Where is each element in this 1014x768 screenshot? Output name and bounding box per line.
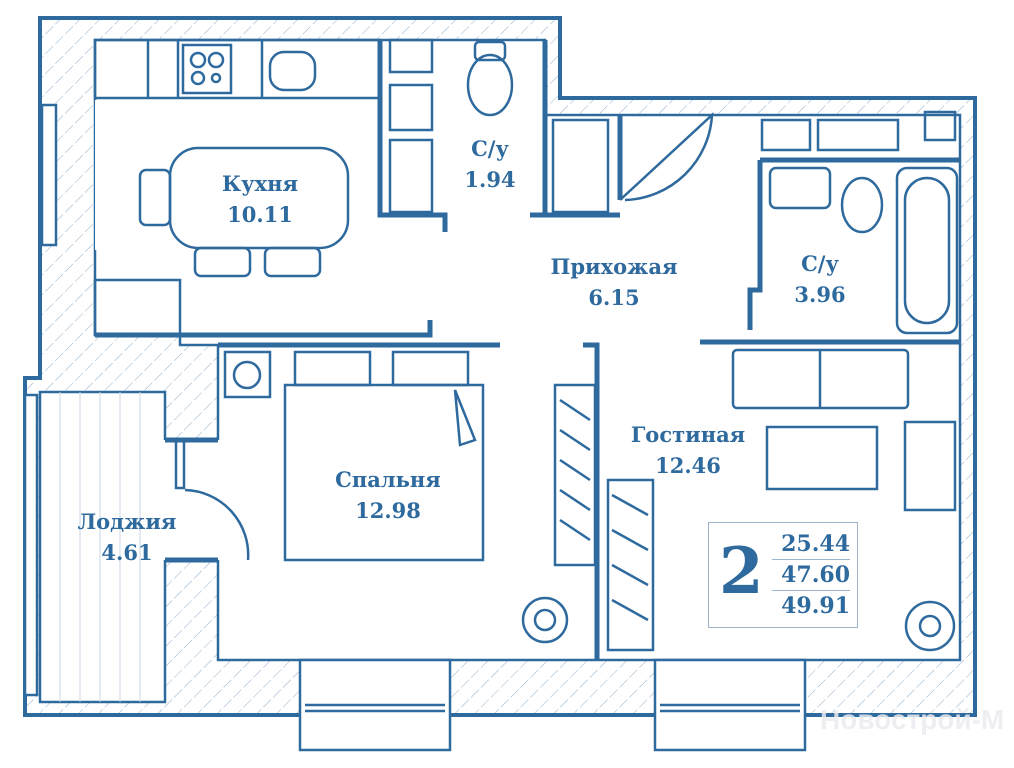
room-label-bedroom: Спальня 12.98 [335,464,441,526]
bathtub-icon [895,166,959,335]
room-area: 10.11 [227,202,293,227]
room-label-bathroom2: С/у 3.96 [794,248,845,310]
room-area: 3.96 [794,282,846,307]
plant-icon [521,596,569,644]
toilet-icon [840,176,884,234]
room-area: 1.94 [464,167,516,192]
window-loggia-door[interactable] [174,438,186,490]
room-name: Гостиная [630,422,746,447]
room-area: 6.15 [588,285,640,310]
toilet-icon [466,53,514,117]
room-name: Спальня [335,467,441,492]
living-area: 25.44 [772,529,850,560]
bathroom1-fixtures [388,38,610,214]
armchair [903,420,957,512]
window-loggia[interactable] [23,393,39,697]
bedroom-furniture [223,350,597,644]
room-name: Кухня [222,171,298,196]
washing-machine-icon [232,360,262,390]
room-label-hall: Прихожая 6.15 [551,251,678,313]
window-left-kitchen[interactable] [40,103,58,247]
room-name: С/у [801,251,839,276]
room-name: С/у [471,136,509,161]
kitchen-furniture [93,38,382,337]
wardrobe [553,383,597,567]
room-label-kitchen: Кухня 10.11 [222,168,298,230]
bed [283,383,485,562]
loggia-floor-boards [59,392,141,702]
room-name: Прихожая [550,254,678,279]
washbasin-icon [768,166,832,210]
wardrobe [606,478,655,652]
coffee-table [765,425,879,491]
apartment-summary-box: 2 25.44 47.60 49.91 [708,522,858,628]
total-area-with-loggia: 49.91 [781,593,850,619]
loggia-door-opening [160,440,222,560]
room-label-bathroom1: С/у 1.94 [464,133,515,195]
room-area: 12.98 [355,498,421,523]
room-name: Лоджия [77,509,177,534]
room-area: 4.61 [101,540,153,565]
living-furniture [606,348,957,652]
sink-icon [268,50,317,92]
loggia-area [38,390,167,704]
rooms-count: 2 [719,534,764,609]
plant-icon [904,600,956,652]
room-label-loggia: Лоджия 4.61 [78,506,177,568]
stove-icon [181,43,233,95]
kitchen-left-nook [95,100,105,250]
entrance-door[interactable] [619,111,714,202]
bathroom2-fixtures [760,110,959,335]
interior-walls [95,40,960,660]
total-area: 47.60 [772,560,850,591]
room-label-living: Гостиная 12.46 [631,419,745,481]
room-area: 12.46 [655,453,721,478]
loggia-door[interactable] [184,488,250,561]
watermark: Новострой-М [820,704,1005,735]
